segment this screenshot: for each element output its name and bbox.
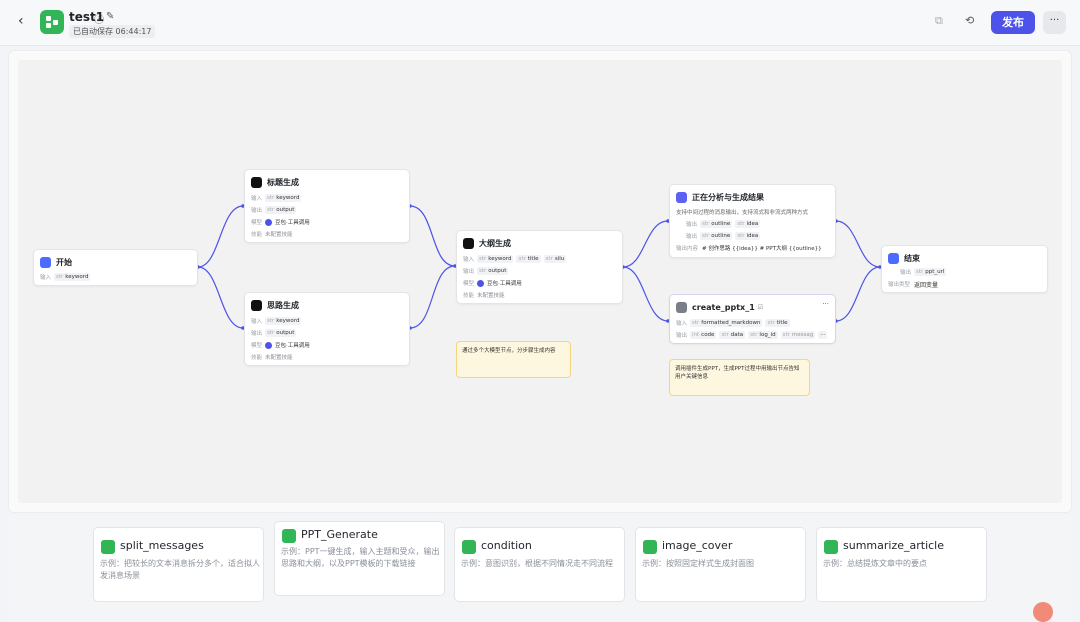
node-title: 正在分析与生成结果: [692, 192, 764, 202]
back-icon[interactable]: ‹: [18, 13, 24, 29]
template-card-condition[interactable]: condition 示例：意图识别，根据不同情况走不同流程: [454, 527, 625, 602]
plugin-icon: [676, 301, 687, 313]
node-title: create_pptx_1: [692, 302, 755, 312]
wire-outline-pptx: [622, 266, 669, 322]
node-analyzing[interactable]: 正在分析与生成结果 支持中间过程的消息输出，支持流式和非流式两种方式 输出 st…: [669, 184, 836, 258]
wire-outline-analyzing: [622, 220, 669, 268]
node-title: 标题生成: [267, 177, 299, 187]
model-icon: [265, 218, 272, 226]
outputs-more[interactable]: ···: [818, 331, 828, 339]
llm-icon: [463, 237, 474, 249]
workflow-title: test1: [69, 10, 105, 24]
workflow-icon: [282, 529, 296, 543]
wire-start-idea: [197, 266, 244, 329]
model-icon: [265, 341, 272, 349]
workflow-icon: [101, 540, 115, 554]
edit-icon[interactable]: ✎: [106, 11, 115, 22]
more-menu-button[interactable]: ···: [1043, 11, 1066, 34]
workflow-icon: [643, 540, 657, 554]
start-icon: [40, 256, 51, 268]
template-card-image-cover[interactable]: image_cover 示例：按照固定样式生成封面图: [635, 527, 806, 602]
workflow-icon: [462, 540, 476, 554]
template-card-ppt-generate[interactable]: PPT_Generate 示例：PPT一键生成，输入主题和受众，输出思路和大纲，…: [274, 521, 445, 596]
wire-pptx-end: [835, 266, 881, 322]
verified-icon: ☑: [757, 303, 764, 311]
note-plugin-ppt[interactable]: 调用插件生成PPT，生成PPT过程中用输出节点告知用户关键信息: [669, 359, 810, 396]
template-card-summarize-article[interactable]: summarize_article 示例：总结提炼文章中的要点: [816, 527, 987, 602]
workflow-app-icon: [40, 10, 64, 34]
wire-title-outline: [409, 205, 456, 267]
node-title: 开始: [56, 257, 72, 267]
model-icon: [477, 279, 484, 287]
node-title: 结束: [904, 253, 920, 263]
template-card-split-messages[interactable]: split_messages 示例：把较长的文本消息拆分多个，适合拟人发消息场景: [93, 527, 264, 602]
publish-button[interactable]: 发布: [991, 11, 1035, 34]
message-icon: [676, 191, 687, 203]
wire-analyzing-end: [835, 220, 881, 268]
workflow-icon: [824, 540, 838, 554]
copy-icon[interactable]: ⧉: [935, 14, 943, 27]
end-icon: [888, 252, 899, 264]
assistant-avatar[interactable]: [1033, 602, 1053, 622]
wire-start-title: [197, 205, 244, 268]
llm-icon: [251, 299, 262, 311]
note-llm-steps[interactable]: 通过多个大模型节点，分步骤生成内容: [456, 341, 571, 378]
autosave-status: 已自动保存 06:44:17: [69, 25, 156, 38]
llm-icon: [251, 176, 262, 188]
node-title: 思路生成: [267, 300, 299, 310]
top-bar: ‹ test1 ⓘ ✎ 已自动保存 06:44:17 ⧉ ⟲ 发布 ···: [0, 0, 1080, 46]
node-description: 支持中间过程的消息输出，支持流式和非流式两种方式: [676, 210, 809, 216]
history-icon[interactable]: ⟲: [965, 14, 975, 27]
wire-idea-outline: [409, 265, 456, 329]
node-title: 大纲生成: [479, 238, 511, 248]
info-icon[interactable]: ⓘ: [94, 15, 104, 26]
more-icon[interactable]: ···: [822, 300, 829, 308]
